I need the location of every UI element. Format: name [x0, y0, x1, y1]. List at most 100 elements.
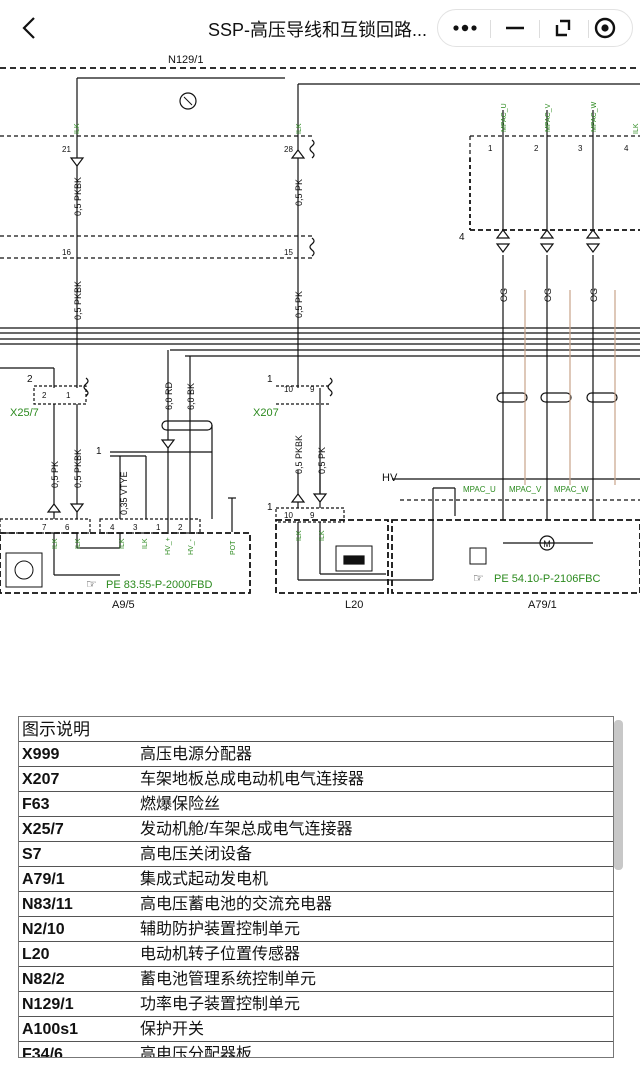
pin-label: 6 — [65, 523, 70, 532]
reference-text: PE 83.55-P-2000FBD — [106, 579, 212, 591]
pin-label: 1 — [267, 374, 273, 385]
legend-code: N82/2 — [22, 971, 65, 988]
signal-label: ILK — [296, 123, 303, 134]
legend-code: F34/6 — [22, 1046, 63, 1058]
wire-label: 0,5 PKBK — [73, 177, 83, 216]
wire-label: OG — [543, 288, 553, 302]
legend-description: 高电压分配器板 — [140, 1046, 253, 1058]
signal-label: ILK — [75, 538, 82, 549]
more-button[interactable] — [440, 10, 488, 46]
minimize-button[interactable] — [491, 10, 539, 46]
signal-label: ILK — [296, 530, 303, 541]
legend-row: N83/11 高电压蓄电池的交流充电器 — [19, 892, 613, 917]
legend-row: N82/2 蓄电池管理系统控制单元 — [19, 967, 613, 992]
legend-description: 保护开关 — [140, 1021, 205, 1038]
legend-code: L20 — [22, 946, 50, 963]
restore-icon — [555, 19, 571, 37]
pin-label: 1 — [156, 523, 161, 532]
hand-point-icon: ☞ — [473, 571, 484, 585]
signal-label: MPAC_U — [463, 485, 496, 494]
chevron-left-icon — [22, 17, 35, 39]
legend-description: 电动机转子位置传感器 — [140, 946, 301, 963]
signal-label: HV_- — [188, 538, 195, 555]
wire-label: OG — [589, 288, 599, 302]
pin-label: 2 — [534, 144, 539, 153]
capsule-divider — [588, 20, 589, 38]
legend-code: X25/7 — [22, 821, 64, 838]
pin-label: 2 — [178, 523, 183, 532]
transistor-symbol — [179, 92, 197, 110]
legend-row: A100s1 保护开关 — [19, 1017, 613, 1042]
pin-label: 3 — [578, 144, 583, 153]
pin-label: 9 — [310, 511, 315, 520]
sensor-icon — [469, 547, 487, 565]
legend-code: A100s1 — [22, 1021, 79, 1038]
legend-row: F34/6 高电压分配器板 — [19, 1042, 613, 1058]
signal-label: MPAC_V — [509, 485, 542, 494]
target-icon — [594, 17, 616, 39]
pin-label: 1 — [488, 144, 493, 153]
component-label: HV — [382, 472, 398, 484]
signal-label: ILK — [142, 538, 149, 549]
legend-code: X207 — [22, 771, 60, 788]
pin-label: 28 — [284, 145, 293, 154]
legend-code: S7 — [22, 846, 42, 863]
wire-label: 0,5 PKBK — [294, 435, 304, 474]
reference-link[interactable]: ☞ PE 83.55-P-2000FBD — [86, 577, 212, 591]
component-label: L20 — [345, 599, 363, 611]
n129-label: N129/1 — [168, 54, 203, 66]
signal-label: ILK — [319, 530, 326, 541]
wiring-diagram: M N129/1 21 28 16 15 1 2 3 4 4 2 2 1 1 1… — [0, 54, 640, 611]
signal-label: ILK — [633, 123, 640, 134]
wire-label: 0,5 PK — [317, 447, 327, 474]
wire-label: 0,5 PK — [294, 291, 304, 318]
capsule-menu — [437, 9, 633, 47]
legend-code: F63 — [22, 796, 50, 813]
restore-button[interactable] — [540, 10, 588, 46]
legend-code: N2/10 — [22, 921, 65, 938]
component-label: A79/1 — [528, 599, 557, 611]
back-button[interactable] — [14, 12, 44, 44]
pin-label: 4 — [624, 144, 629, 153]
legend-row: L20 电动机转子位置传感器 — [19, 942, 613, 967]
legend-description: 集成式起动发电机 — [140, 871, 269, 888]
wire-label: 0,5 PK — [50, 461, 60, 488]
legend-description: 高电压关闭设备 — [140, 846, 253, 863]
legend-description: 燃爆保险丝 — [140, 796, 221, 813]
pin-label: 1 — [267, 502, 273, 513]
component-label: X207 — [253, 407, 279, 419]
legend-row: S7 高电压关闭设备 — [19, 842, 613, 867]
wire-label: 0,5 PKBK — [73, 281, 83, 320]
pin-label: 4 — [459, 232, 465, 243]
reference-link[interactable]: ☞ PE 54.10-P-2106FBC — [473, 571, 600, 585]
wire-label: 0,5 PKBK — [73, 449, 83, 488]
signal-label: MPAC_W — [591, 101, 598, 132]
legend-code: A79/1 — [22, 871, 65, 888]
legend-code: N83/11 — [22, 896, 73, 913]
hand-point-icon: ☞ — [86, 577, 97, 591]
close-mini-button[interactable] — [589, 10, 637, 46]
legend-heading: 图示说明 — [19, 717, 613, 742]
wire-label: 6,0 RD — [164, 381, 174, 410]
wire-label: 6,0 BK — [186, 383, 196, 410]
legend-scrollbar[interactable] — [614, 720, 623, 870]
transistor-icon — [14, 560, 34, 580]
signal-label: ILK — [119, 538, 126, 549]
legend-row: F63 燃爆保险丝 — [19, 792, 613, 817]
signal-label: MPAC_V — [545, 103, 552, 132]
legend-description: 高电压蓄电池的交流充电器 — [140, 896, 333, 913]
legend-description: 蓄电池管理系统控制单元 — [140, 971, 317, 988]
pin-label: 21 — [62, 145, 71, 154]
legend-description: 功率电子装置控制单元 — [140, 996, 301, 1013]
minimize-icon — [506, 26, 524, 30]
pin-label: 1 — [66, 391, 71, 400]
pin-label: 1 — [96, 446, 102, 457]
top-bar: SSP-高压导线和互锁回路... — [0, 0, 640, 56]
signal-label: MPAC_W — [554, 485, 589, 494]
svg-text:M: M — [543, 539, 551, 549]
